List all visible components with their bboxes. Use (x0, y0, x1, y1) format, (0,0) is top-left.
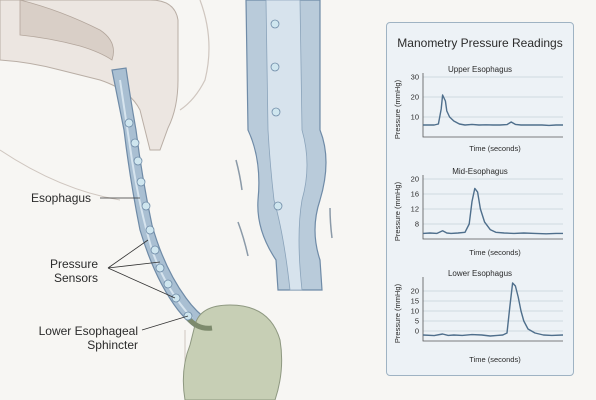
sensor (272, 108, 280, 116)
y-tick-label: 20 (411, 93, 419, 102)
axes (423, 277, 563, 341)
y-tick-label: 10 (411, 307, 419, 316)
pressure-trace (423, 95, 563, 125)
x-axis-label: Time (seconds) (417, 248, 573, 257)
sensor (271, 20, 279, 28)
motion-arrow-right (330, 208, 332, 238)
y-tick-label: 20 (411, 175, 419, 184)
y-tick-label: 30 (411, 73, 419, 82)
sensor (172, 294, 180, 302)
les-label: Lower Esophageal Sphincter (20, 324, 138, 352)
sensor (151, 246, 159, 254)
sensor (142, 202, 150, 210)
les-label-line2: Sphincter (20, 338, 138, 352)
y-tick-label: 10 (411, 113, 419, 122)
sensor (137, 178, 145, 186)
y-axis-label: Pressure (mmHg) (393, 284, 402, 343)
pressure-sensors-label: Pressure Sensors (46, 257, 98, 285)
y-tick-label: 8 (415, 220, 419, 229)
sensor (134, 157, 142, 165)
motion-arrow-left-2 (238, 222, 248, 256)
axes (423, 175, 563, 239)
les-label-line1: Lower Esophageal (20, 324, 138, 338)
y-axis-label: Pressure (mmHg) (393, 80, 402, 139)
pressure-sensors-label-line2: Sensors (46, 271, 98, 285)
pressure-trace (423, 188, 563, 233)
sensor (125, 119, 133, 127)
axes (423, 73, 563, 137)
sensor (156, 264, 164, 272)
y-tick-label: 16 (411, 190, 419, 199)
y-tick-label: 5 (415, 317, 419, 326)
sensor (146, 226, 154, 234)
manometry-panel: Manometry Pressure Readings Upper Esopha… (386, 22, 574, 376)
y-tick-label: 12 (411, 205, 419, 214)
stomach (183, 305, 281, 400)
neck-outline (180, 0, 209, 110)
y-tick-label: 15 (411, 297, 419, 306)
esophagus-label: Esophagus (31, 191, 91, 205)
x-axis-label: Time (seconds) (417, 355, 573, 364)
y-tick-label: 0 (415, 327, 419, 336)
panel-title: Manometry Pressure Readings (387, 36, 573, 50)
sensor (164, 280, 172, 288)
x-axis-label: Time (seconds) (417, 144, 573, 153)
sensor (274, 202, 282, 210)
y-axis-label: Pressure (mmHg) (393, 182, 402, 241)
motion-arrow-left (236, 160, 242, 190)
y-tick-label: 20 (411, 287, 419, 296)
sensor (131, 139, 139, 147)
sensor (271, 63, 279, 71)
pressure-sensors-label-line1: Pressure (46, 257, 98, 271)
